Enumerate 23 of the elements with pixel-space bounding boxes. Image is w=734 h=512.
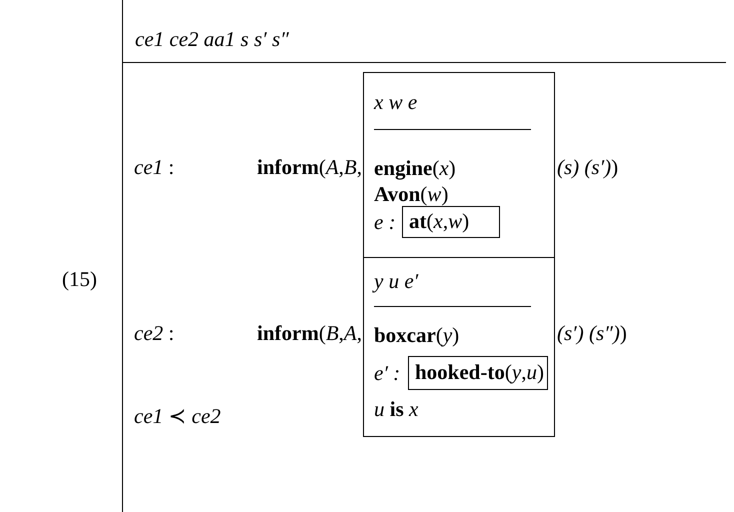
argument-text: (s) (s′)) (557, 156, 618, 178)
argument-text: (s′) (s″)) (557, 322, 627, 344)
drs-box (408, 356, 548, 390)
discourse-referents: ce1 ce2 aa1 s s′ s″ (135, 28, 289, 50)
condition-text: Avon(w) (374, 183, 448, 205)
drs-box (402, 206, 500, 238)
drs-box (363, 72, 555, 258)
condition-label: ce2 : (134, 322, 174, 344)
event-label: e′ : (374, 362, 400, 384)
condition-text: engine(x) (374, 157, 456, 179)
example-number: (15) (62, 268, 97, 290)
drs-box (363, 257, 555, 437)
predicate-text: inform(B,A, (257, 322, 362, 344)
condition-text: boxcar(y) (374, 324, 460, 346)
discourse-referents: y u e′ (374, 270, 418, 292)
condition-label: ce1 : (134, 156, 174, 178)
event-label: e : (374, 211, 396, 233)
condition-text: at(x,w) (409, 210, 470, 232)
condition-text: ce1 ≺ ce2 (134, 405, 221, 427)
condition-text: u is x (374, 398, 418, 420)
condition-text: hooked-to(y,u) (415, 361, 544, 383)
predicate-text: inform(A,B, (257, 156, 362, 178)
discourse-referents: x w e (374, 91, 418, 113)
